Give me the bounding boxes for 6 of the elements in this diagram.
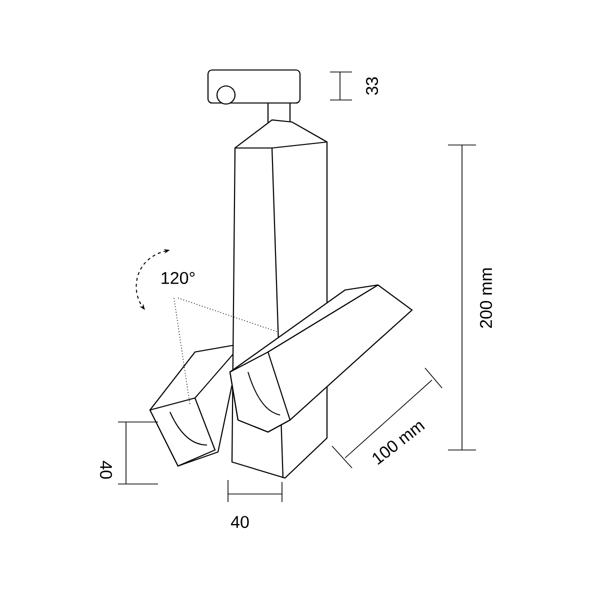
- dimension-label: 200 mm: [480, 268, 492, 328]
- dimension-label: 33: [366, 77, 378, 95]
- dimension-label: 40: [100, 460, 112, 479]
- dimension-label: 100 mm: [372, 422, 425, 465]
- dimension-label: 40: [230, 516, 249, 528]
- dimension-label: 120°: [162, 272, 195, 284]
